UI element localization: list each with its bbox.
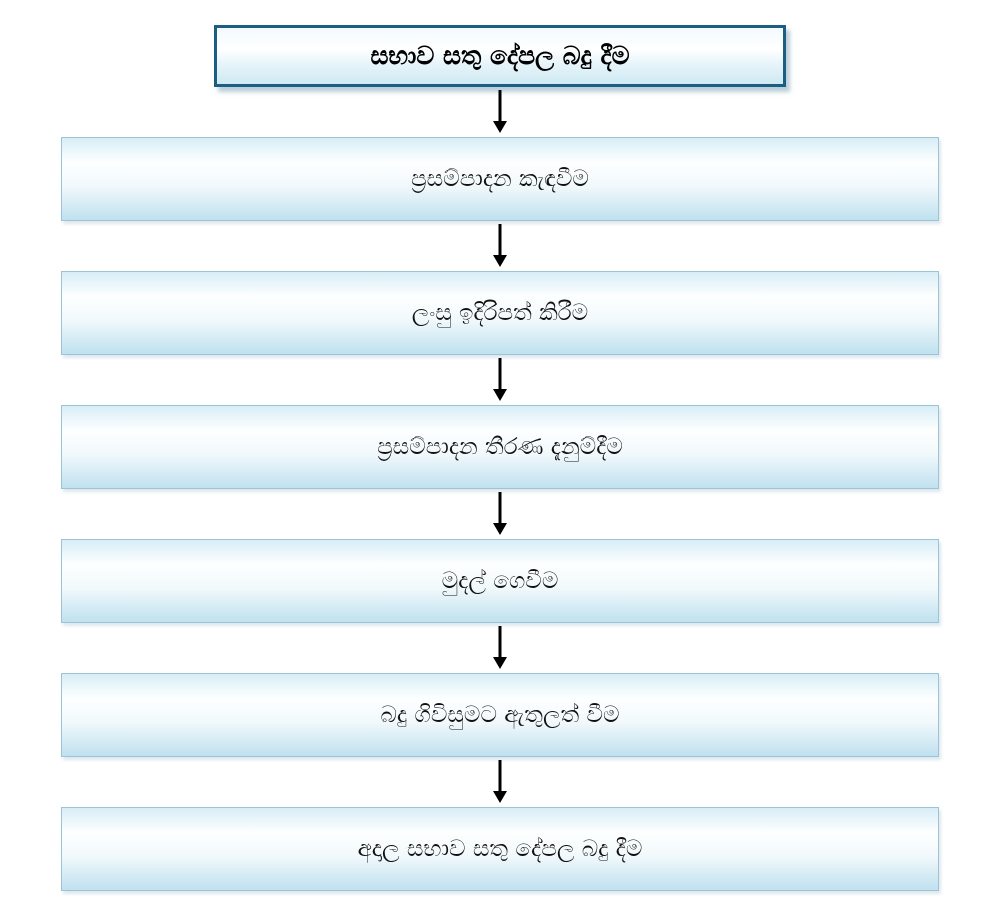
arrow-shaft: [498, 224, 502, 256]
arrow-shaft: [498, 760, 502, 792]
arrow-shaft: [498, 626, 502, 658]
down-arrow-connector: [477, 625, 523, 671]
step-label: ප්‍රසම්පාදන කැඳවීම: [411, 166, 589, 192]
step-box: ලංසු ඉදිරිපත් කිරීම: [61, 271, 939, 355]
step-label: ප්‍රසම්පාදන තීරණ දැනුම්දීම: [377, 434, 623, 460]
step-box: මුදල් ගෙවීම: [61, 539, 939, 623]
step-box: බදු ගිවිසුමට ඇතුලත් වීම: [61, 673, 939, 757]
step-box: ප්‍රසම්පාදන කැඳවීම: [61, 137, 939, 221]
arrow-head: [493, 791, 507, 803]
down-arrow-connector: [477, 223, 523, 269]
step-box: අදාල සභාව සතු දේපල බදු දීම: [61, 807, 939, 891]
down-arrow-connector: [477, 357, 523, 403]
arrow-shaft: [498, 90, 502, 122]
arrow-head: [493, 255, 507, 267]
arrow-head: [493, 121, 507, 133]
arrow-head: [493, 523, 507, 535]
flowchart-title: සභාව සතු දේපල බදු දීම: [370, 41, 630, 70]
step-label: බදු ගිවිසුමට ඇතුලත් වීම: [380, 702, 620, 728]
flowchart-title-box: සභාව සතු දේපල බදු දීම: [214, 25, 786, 87]
step-label: මුදල් ගෙවීම: [441, 568, 559, 594]
arrow-head: [493, 657, 507, 669]
down-arrow-connector: [477, 759, 523, 805]
arrow-shaft: [498, 492, 502, 524]
down-arrow-connector: [477, 491, 523, 537]
down-arrow-connector: [477, 89, 523, 135]
arrow-shaft: [498, 358, 502, 390]
step-box: ප්‍රසම්පාදන තීරණ දැනුම්දීම: [61, 405, 939, 489]
step-label: ලංසු ඉදිරිපත් කිරීම: [411, 300, 589, 326]
step-label: අදාල සභාව සතු දේපල බදු දීම: [357, 836, 643, 862]
arrow-head: [493, 389, 507, 401]
